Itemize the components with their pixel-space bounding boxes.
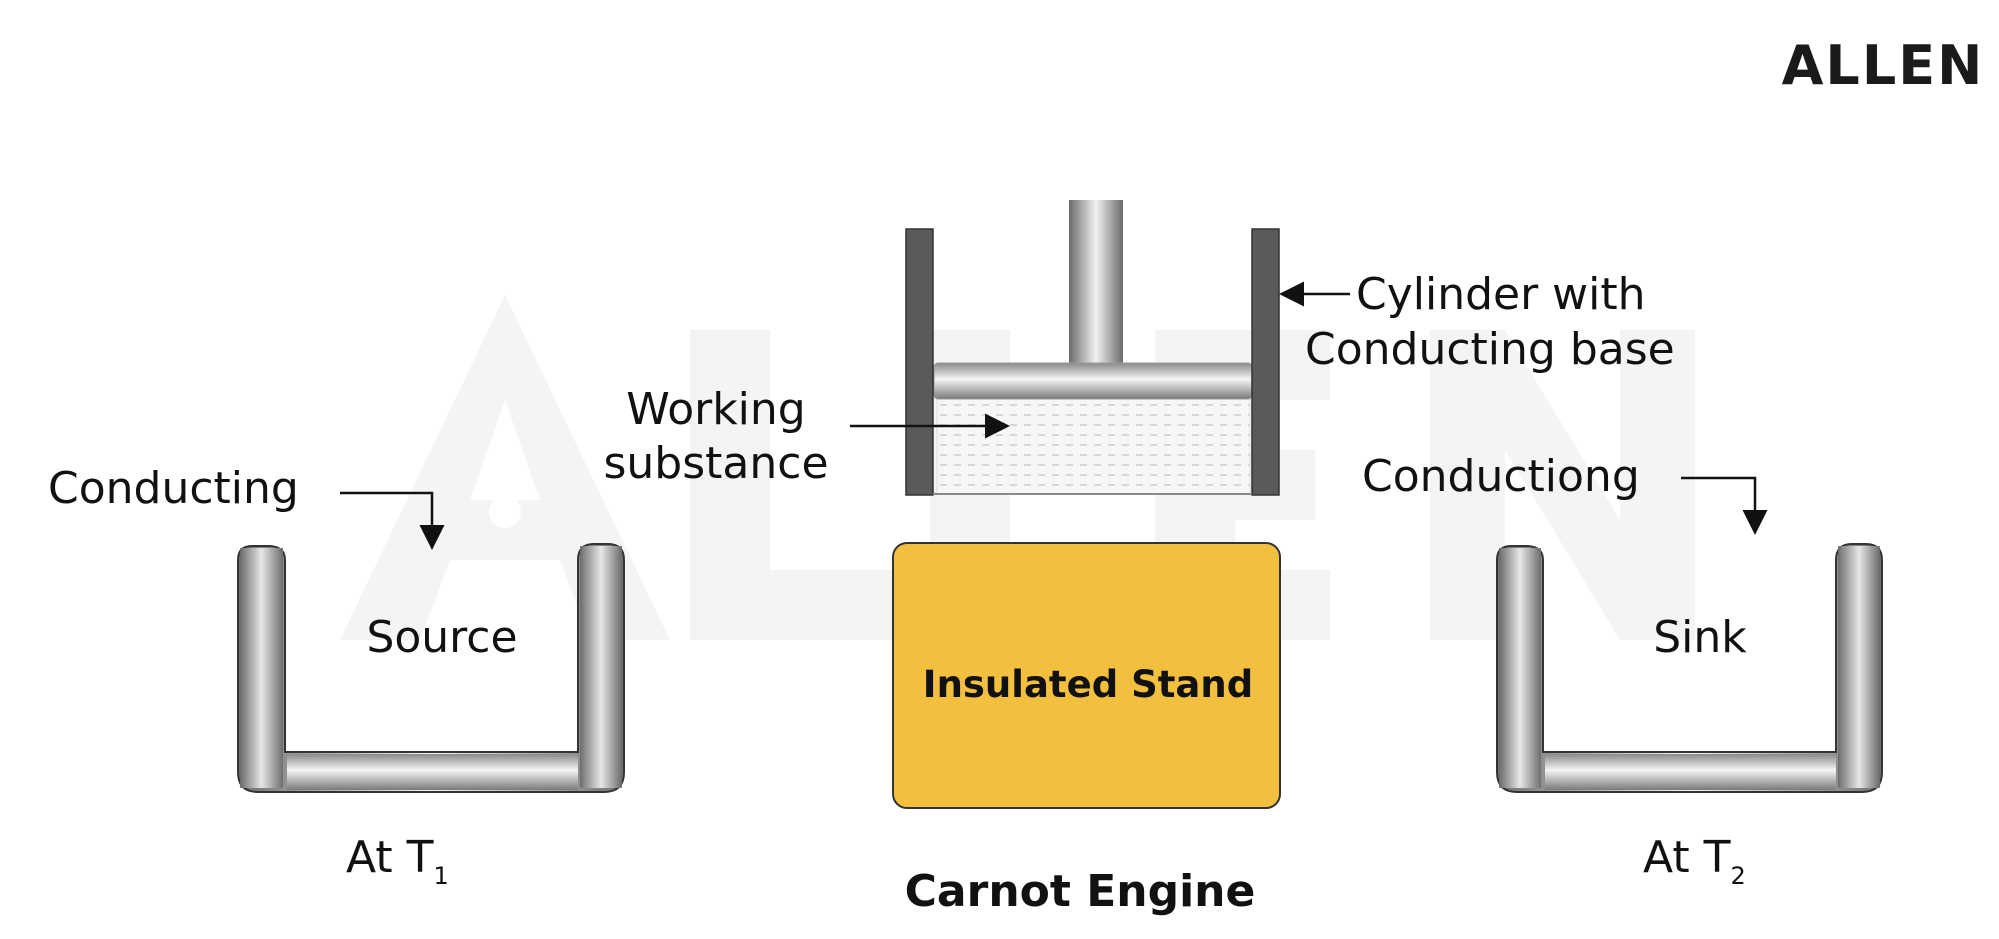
sink-reservoir [1496,543,1883,793]
insulated-stand-label: Insulated Stand [923,663,1253,706]
cylinder-label-line2: Conducting base [1305,324,1675,375]
diagram-caption: Carnot Engine [905,866,1256,917]
conducting-left-arrow [340,491,445,550]
sink-temperature-main: At T [1643,832,1731,883]
sink-temperature-label: At T2 [1643,832,1746,890]
source-reservoir [237,543,625,793]
conducting-left-label: Conducting [48,463,299,514]
piston-rod [1069,200,1123,365]
sink-label: Sink [1653,612,1747,663]
conducting-right-arrow [1681,476,1768,535]
piston-head [933,362,1253,400]
sink-temperature-subscript: 2 [1730,862,1745,890]
cylinder-label-line1: Cylinder with [1356,269,1646,320]
insulated-stand [892,542,1281,809]
working-substance-gas [936,397,1251,495]
working-substance-line1: Working [626,384,805,435]
source-label: Source [366,612,517,663]
cylinder-left-wall [905,228,934,496]
source-temperature-label: At T1 [346,832,449,890]
working-substance-line2: substance [603,438,828,489]
allen-logo: ALLEN [1782,34,1985,97]
piston-cylinder [905,200,1280,496]
conducting-right-label: Conductiong [1362,451,1640,502]
source-temperature-main: At T [346,832,434,883]
cylinder-right-wall [1251,228,1280,496]
source-temperature-subscript: 1 [433,862,448,890]
